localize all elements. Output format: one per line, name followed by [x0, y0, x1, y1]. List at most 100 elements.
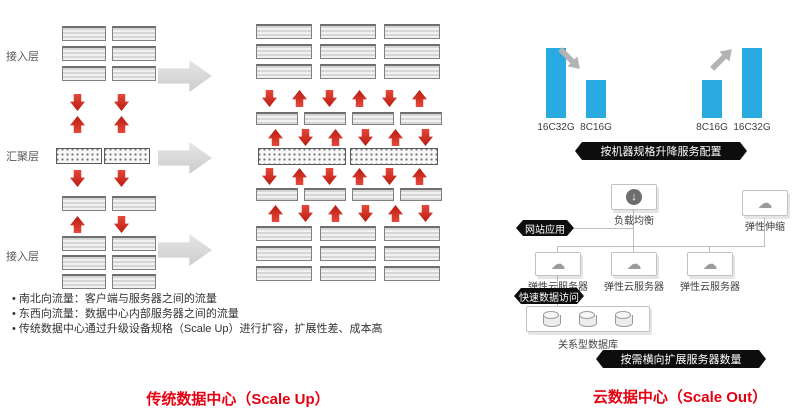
traffic-arrow-icon [114, 94, 129, 111]
auto-scaling-node: ☁ [742, 190, 788, 216]
access-switch [256, 188, 298, 201]
connector-line [633, 246, 634, 254]
traffic-arrow-icon [328, 129, 343, 146]
access-switch [304, 112, 346, 125]
load-balancer-node: ↓ [611, 184, 657, 210]
traffic-arrow-icon [268, 129, 283, 146]
server-rack [256, 266, 312, 281]
layer-label-access-bottom: 接入层 [6, 251, 39, 263]
database-icon [615, 311, 633, 327]
server-rack [112, 26, 156, 41]
server-rack [384, 246, 440, 261]
ecs-node: ☁ [687, 252, 733, 276]
ecs-node: ☁ [535, 252, 581, 276]
traffic-arrow-icon [70, 94, 85, 111]
access-switch [304, 188, 346, 201]
traffic-arrow-icon [328, 205, 343, 222]
ecs-node: ☁ [611, 252, 657, 276]
access-switch [400, 188, 442, 201]
traffic-arrow-icon [70, 116, 85, 133]
capacity-bar-small [702, 80, 722, 118]
connector-line [557, 246, 558, 254]
server-rack [384, 24, 440, 39]
access-switch [352, 112, 394, 125]
scale-transition-arrow-icon [158, 60, 212, 92]
server-rack [112, 274, 156, 289]
server-rack [62, 196, 106, 211]
server-rack [256, 226, 312, 241]
server-rack [62, 274, 106, 289]
auto-scaling-label: 弹性伸缩 [745, 222, 785, 233]
server-rack [256, 44, 312, 59]
layer-label-aggregation: 汇聚层 [6, 151, 39, 163]
connector-line [574, 228, 634, 229]
database-label: 关系型数据库 [558, 340, 618, 351]
traffic-arrow-icon [412, 168, 427, 185]
traffic-arrow-icon [322, 168, 337, 185]
traffic-arrow-icon [412, 90, 427, 107]
traffic-arrow-icon [262, 90, 277, 107]
bar-label: 8C16G [696, 122, 728, 133]
server-rack [256, 246, 312, 261]
traffic-arrow-icon [388, 205, 403, 222]
traffic-arrow-icon [382, 90, 397, 107]
traffic-arrow-icon [292, 168, 307, 185]
bar-label: 8C16G [580, 122, 612, 133]
traffic-arrow-icon [322, 90, 337, 107]
server-rack [62, 66, 106, 81]
cloud-icon: ☁ [702, 255, 718, 273]
traffic-arrow-icon [418, 129, 433, 146]
bar-label: 16C32G [733, 122, 771, 133]
server-rack [256, 64, 312, 79]
database-icon [579, 311, 597, 327]
server-rack [320, 64, 376, 79]
ecs-label: 弹性云服务器 [680, 282, 740, 293]
traffic-arrow-icon [388, 129, 403, 146]
traffic-arrow-icon [292, 90, 307, 107]
server-rack [320, 226, 376, 241]
web-app-tag: 网站应用 [516, 220, 574, 236]
server-rack [112, 196, 156, 211]
server-rack [112, 46, 156, 61]
server-rack [320, 246, 376, 261]
server-rack [384, 266, 440, 281]
traffic-arrow-icon [70, 216, 85, 233]
server-rack [320, 266, 376, 281]
access-switch [352, 188, 394, 201]
traffic-arrow-icon [358, 205, 373, 222]
server-rack [62, 26, 106, 41]
layer-label-access-top: 接入层 [6, 51, 39, 63]
database-icon [543, 311, 561, 327]
connector-line [764, 218, 765, 246]
ecs-label: 弹性云服务器 [528, 282, 588, 293]
traffic-arrow-icon [262, 168, 277, 185]
aggregation-switch [104, 148, 150, 164]
left-caption: 传统数据中心（Scale Up） [146, 391, 330, 408]
server-rack [256, 24, 312, 39]
traffic-arrow-icon [114, 116, 129, 133]
server-rack [384, 64, 440, 79]
right-caption: 云数据中心（Scale Out） [592, 389, 768, 406]
capacity-bar-large [546, 48, 566, 118]
traffic-arrow-icon [70, 170, 85, 187]
server-rack [112, 66, 156, 81]
cloud-icon: ☁ [550, 255, 566, 273]
load-balancer-icon: ↓ [626, 189, 642, 205]
scale-up-arrow-icon [707, 44, 737, 74]
note-line: • 南北向流量：客户端与服务器之间的流量 [12, 293, 217, 305]
load-balancer-label: 负载均衡 [614, 216, 654, 227]
traffic-arrow-icon [418, 205, 433, 222]
capacity-bar-large [742, 48, 762, 118]
fast-access-tag: 快速数据访问 [514, 288, 584, 304]
server-rack [62, 255, 106, 270]
scale-transition-arrow-icon [158, 234, 212, 266]
traffic-arrow-icon [114, 170, 129, 187]
traffic-arrow-icon [352, 90, 367, 107]
connector-line [557, 246, 765, 247]
server-rack [320, 44, 376, 59]
traffic-arrow-icon [114, 216, 129, 233]
traffic-arrow-icon [268, 205, 283, 222]
traffic-arrow-icon [298, 129, 313, 146]
connector-line [709, 246, 710, 254]
